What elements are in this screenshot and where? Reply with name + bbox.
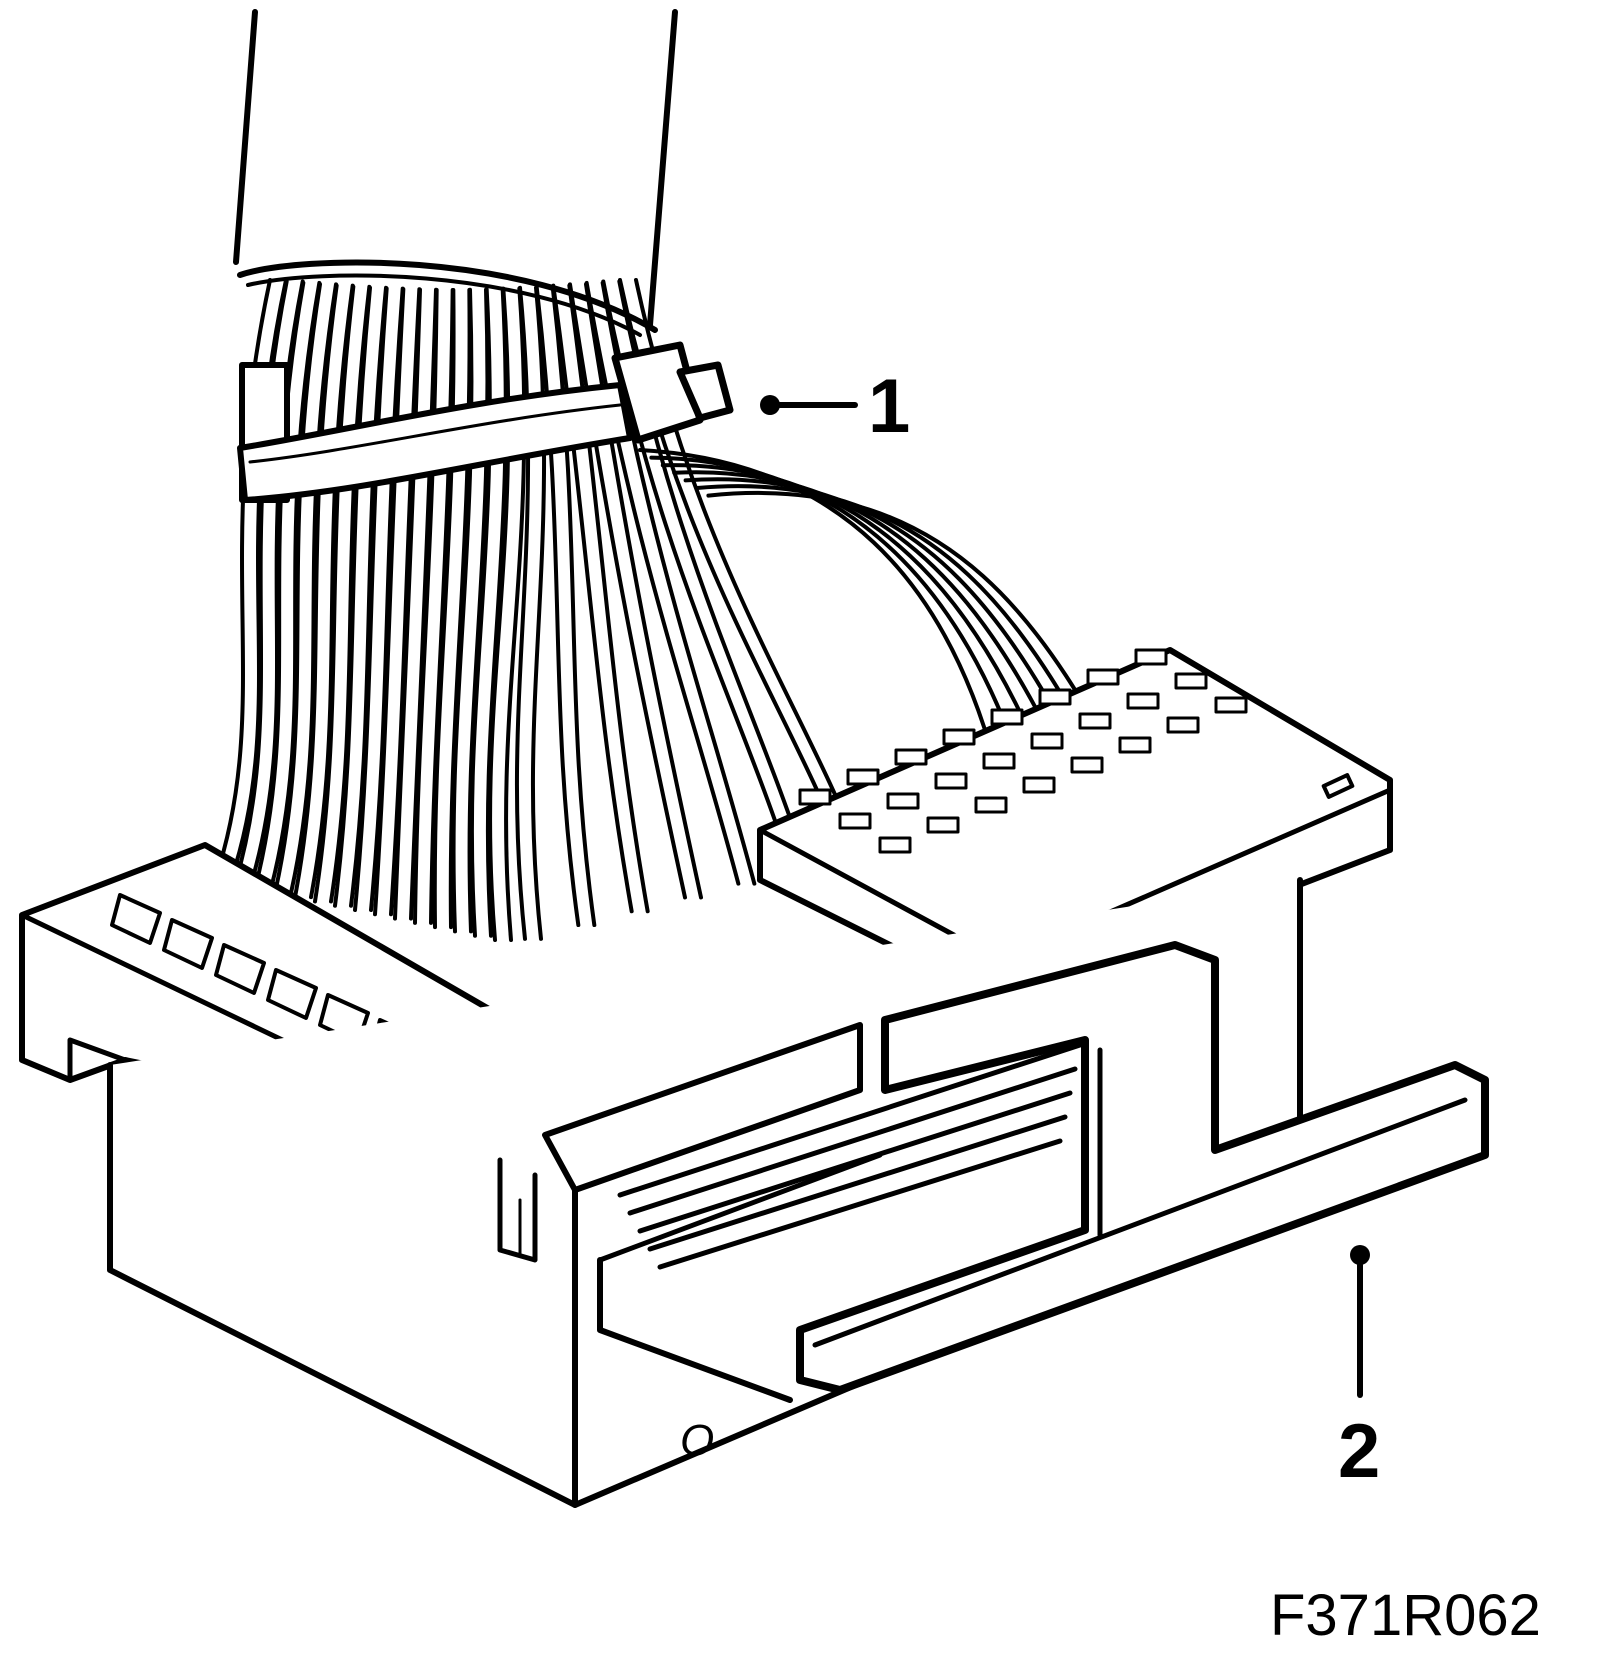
wire [393, 287, 422, 921]
terminal-slot [1214, 696, 1248, 714]
wire [432, 287, 456, 930]
slide-rail [627, 1066, 1078, 1216]
slide-rail [647, 1114, 1068, 1252]
slide-rail [617, 1042, 1083, 1198]
figure-code: F371R062 [1270, 1583, 1541, 1648]
callout-2-number: 2 [1338, 1409, 1380, 1494]
terminal-slot [1126, 692, 1160, 710]
wire [293, 283, 339, 900]
wire [349, 285, 388, 908]
terminal-slot [974, 796, 1008, 814]
terminal-slot [1078, 712, 1112, 730]
terminal-slot [942, 728, 976, 746]
terminal-slot [798, 788, 832, 806]
slide-rail [657, 1138, 1063, 1270]
wire [469, 287, 492, 938]
locking-slide [617, 941, 1489, 1394]
terminal-grid [798, 648, 1248, 854]
cable-tie [237, 341, 734, 503]
terminal-slot [990, 708, 1024, 726]
wire [448, 287, 472, 930]
terminal-slot [934, 772, 968, 790]
wire [289, 282, 338, 895]
wire [373, 287, 406, 917]
terminal-slot [1174, 672, 1208, 690]
wire [309, 283, 355, 900]
wire [353, 286, 389, 912]
callout-2: 2 [1338, 1245, 1380, 1494]
terminal-cavity [110, 893, 162, 945]
wire [369, 286, 405, 912]
terminal-slot [846, 768, 880, 786]
terminal-slot [1118, 736, 1152, 754]
wire [313, 284, 356, 904]
wire [451, 287, 474, 934]
terminal-slot [1166, 716, 1200, 734]
wire [269, 280, 322, 891]
terminal-slot [1086, 668, 1120, 686]
wire [409, 287, 438, 921]
wire [638, 448, 1012, 832]
terminal-slot [1134, 648, 1168, 666]
terminal-slot [886, 792, 920, 810]
callout-1-dot [760, 395, 780, 415]
terminal-slot [982, 752, 1016, 770]
wire [429, 287, 455, 925]
terminal-cavity [214, 943, 266, 995]
terminal-slot [1038, 688, 1072, 706]
wire [413, 287, 439, 925]
terminal-slot [894, 748, 928, 766]
wire [467, 287, 490, 934]
terminal-slot [1022, 776, 1056, 794]
wire [488, 286, 511, 942]
wire [530, 285, 547, 941]
slide-rail [637, 1090, 1073, 1234]
slide-rails [617, 1042, 1083, 1270]
harness-sheath [233, 9, 678, 337]
terminal-slot [1030, 732, 1064, 750]
housing-mark: O [680, 1416, 714, 1465]
wire [333, 285, 372, 908]
terminal-slot [878, 836, 912, 854]
terminal-slot [838, 812, 872, 830]
callout-2-dot [1350, 1245, 1370, 1265]
callout-1: 1 [760, 364, 910, 449]
wire [389, 287, 422, 917]
terminal-cavity [162, 918, 214, 970]
terminal-cavity [266, 968, 318, 1020]
wire [485, 287, 508, 938]
wire [329, 284, 372, 904]
callout-1-number: 1 [868, 364, 910, 449]
wire [273, 282, 322, 895]
terminal-slot [926, 816, 960, 834]
terminal-slot [1070, 756, 1104, 774]
